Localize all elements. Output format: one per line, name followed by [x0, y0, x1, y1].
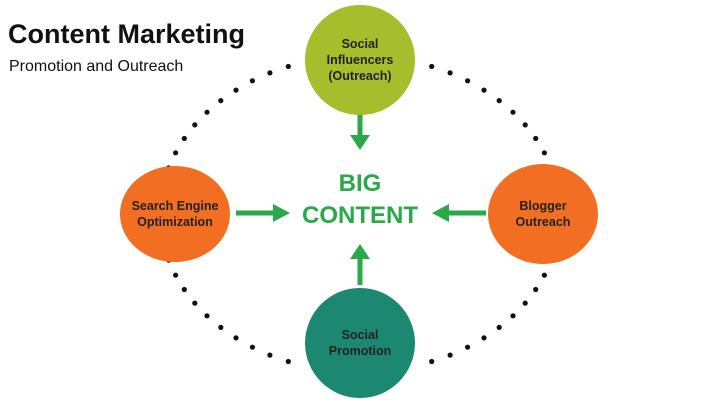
ring-dot: [181, 286, 187, 293]
ring-dot: [481, 335, 487, 341]
ring-dot: [541, 272, 548, 278]
center-label: BIG CONTENT: [290, 168, 430, 233]
ring-dot: [510, 109, 516, 115]
node-social-promotion: Social Promotion: [305, 288, 415, 398]
slide-subtitle: Promotion and Outreach: [9, 58, 184, 75]
ring-dot: [267, 70, 273, 76]
ring-dot: [285, 358, 291, 365]
slide-title: Content Marketing: [8, 19, 246, 49]
ring-dot: [218, 324, 224, 330]
node-search-engine-optimization: Search Engine Optimization: [120, 166, 230, 262]
node-left-line1: Search Engine: [131, 198, 219, 213]
ring-dot: [522, 300, 528, 306]
node-top-line1: Social: [341, 36, 379, 51]
ring-dot: [249, 78, 255, 84]
ring-dot: [496, 324, 502, 330]
arrow-right-from-left: [236, 204, 290, 222]
node-right-line1: Blogger: [519, 198, 567, 213]
ring-dot: [173, 150, 179, 156]
ring-dot: [429, 63, 435, 70]
node-right-line2: Outreach: [515, 215, 571, 229]
ring-dot: [447, 352, 453, 358]
ring-dot: [285, 63, 291, 70]
arrow-down-from-top: [350, 112, 370, 150]
arrow-left-from-right: [432, 204, 486, 222]
node-top-line2: Influencers: [326, 52, 394, 67]
ring-dot: [192, 122, 198, 128]
ring-dot: [173, 272, 179, 278]
ring-dot: [192, 300, 198, 306]
ring-dot: [447, 70, 453, 76]
ring-dot: [533, 286, 539, 293]
ring-dot: [204, 313, 210, 319]
center-label-line1: BIG: [338, 170, 382, 197]
node-blogger-outreach: Blogger Outreach: [488, 164, 598, 264]
arrow-up-from-bottom: [350, 244, 370, 285]
ring-dot: [249, 344, 255, 350]
ring-dot: [533, 135, 539, 142]
node-bottom-line1: Social: [341, 327, 379, 342]
ring-dot: [429, 358, 435, 365]
node-bottom-line2: Promotion: [328, 344, 392, 358]
ring-dot: [510, 313, 516, 319]
ring-dot: [481, 87, 487, 93]
ring-dot: [218, 98, 224, 104]
ring-dot: [522, 122, 528, 128]
ring-dot: [465, 78, 471, 84]
ring-dot: [233, 335, 239, 341]
ring-dot: [496, 98, 502, 104]
ring-dot: [267, 352, 273, 358]
node-left-line2: Optimization: [137, 215, 213, 229]
ring-dot: [541, 150, 548, 156]
ring-dot: [181, 135, 187, 142]
center-label-line2: CONTENT: [302, 202, 418, 230]
node-top-line3: (Outreach): [328, 69, 392, 84]
ring-dot: [233, 87, 239, 93]
ring-dot: [204, 109, 210, 115]
node-social-influencers: Social Influencers (Outreach): [305, 5, 415, 115]
ring-dot: [465, 344, 471, 350]
arrows: [236, 112, 486, 285]
